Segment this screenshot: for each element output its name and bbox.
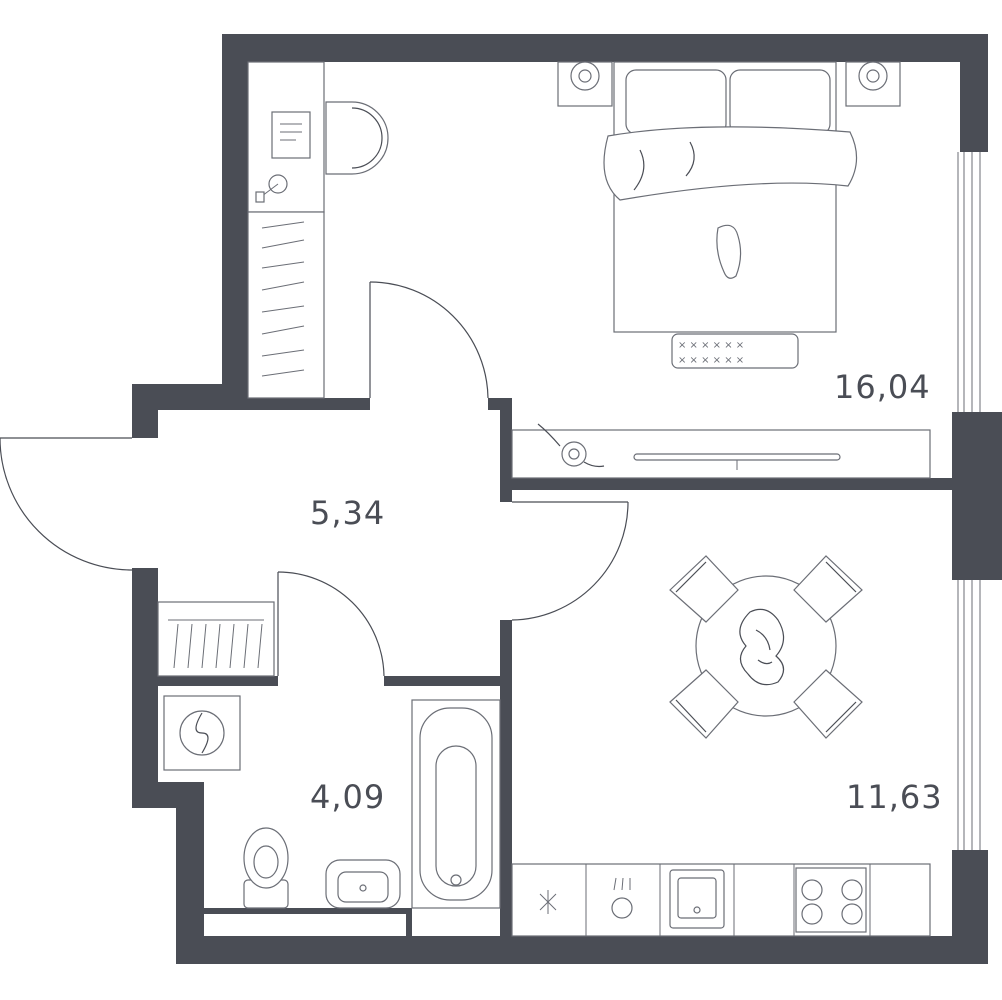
desk [247, 61, 325, 213]
door-bathroom [277, 571, 385, 677]
window-kitchen [957, 580, 981, 850]
walls [132, 34, 1002, 964]
area-label-bathroom: 4,09 [310, 778, 385, 816]
door-bedroom [369, 281, 489, 399]
toilet [243, 827, 289, 909]
stove-icon [795, 867, 867, 933]
washing-machine [163, 695, 241, 771]
area-label-kitchen: 11,63 [846, 778, 943, 816]
chair-top-left [669, 555, 739, 623]
area-label-hall: 5,34 [310, 494, 385, 532]
door-kitchen [511, 501, 629, 621]
bed [603, 61, 858, 333]
svg-text:× × × × × ×: × × × × × × [678, 340, 744, 351]
desk-chair [325, 101, 389, 175]
nightstand-right [845, 61, 901, 107]
wardrobe-hall [157, 601, 275, 677]
chair-top-right [793, 555, 863, 623]
bathtub [411, 699, 501, 909]
chair-bottom-right [793, 669, 863, 739]
dining-table [695, 575, 837, 717]
nightstand-left [557, 61, 613, 107]
chair-bottom-left [669, 669, 739, 739]
wardrobe-bedroom [247, 211, 325, 399]
fridge-icon [539, 890, 557, 914]
tv-console [511, 423, 931, 479]
svg-text:× × × × × ×: × × × × × × [678, 355, 744, 366]
kitchen-sink [669, 869, 725, 929]
bench-rug: × × × × × × × × × × × × [671, 333, 799, 369]
dishwasher-icon [611, 877, 633, 919]
area-label-bedroom: 16,04 [834, 368, 931, 406]
sink [325, 859, 401, 909]
entrance-door [0, 437, 133, 571]
window-bedroom [957, 152, 981, 412]
